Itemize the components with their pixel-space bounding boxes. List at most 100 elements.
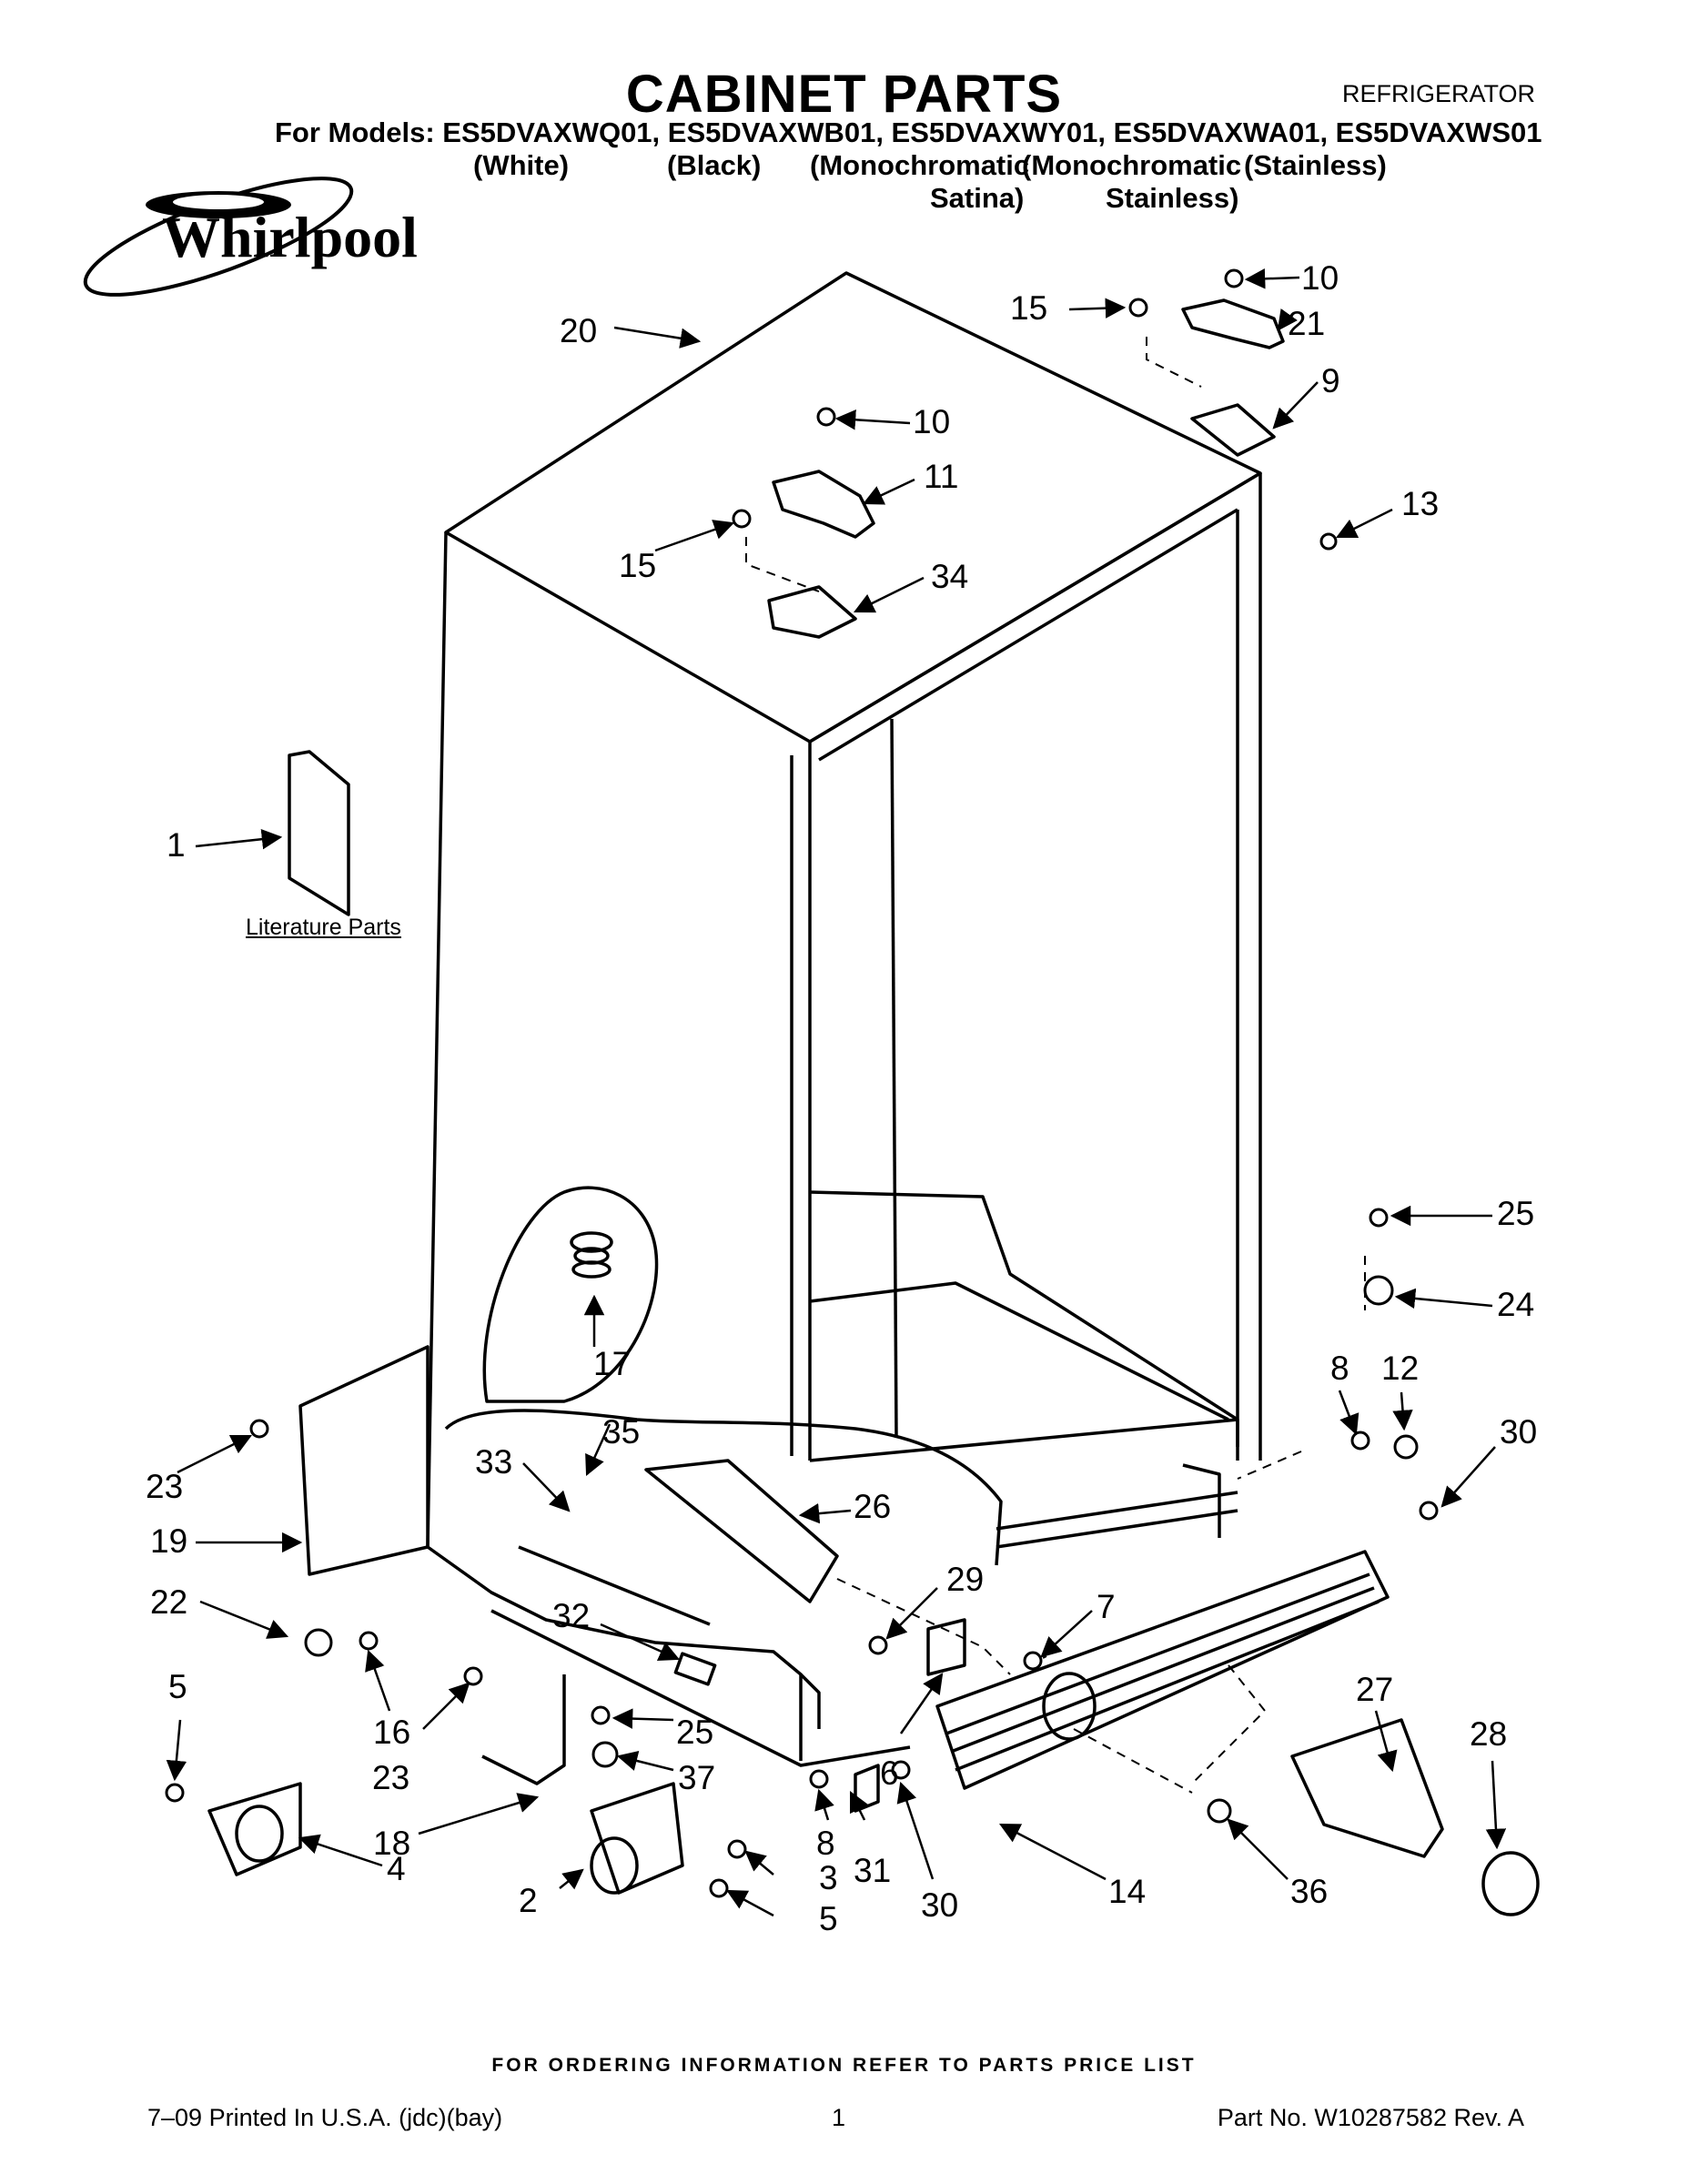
callout-30-right: 30 — [1500, 1413, 1538, 1451]
callout-23-top: 23 — [146, 1468, 184, 1505]
callout-32: 32 — [552, 1597, 591, 1634]
hinge-cover-left — [772, 470, 875, 539]
screw-10-right — [1224, 268, 1244, 288]
screw-10-left — [816, 407, 836, 427]
callout-30-bottom: 30 — [921, 1886, 959, 1924]
screw-23-bottom — [463, 1666, 483, 1686]
callout-26: 26 — [854, 1488, 892, 1525]
screw-25-bottom — [591, 1705, 611, 1725]
variant-mono-stainless-line2: Stainless) — [1106, 182, 1239, 214]
drain-inset — [482, 1186, 659, 1403]
screw-16 — [359, 1631, 379, 1651]
callout-25-bottom: 25 — [676, 1714, 714, 1751]
callout-8-bottom: 8 — [816, 1825, 835, 1862]
screw-30-bottom — [891, 1760, 911, 1780]
appliance-type: REFRIGERATOR — [1341, 80, 1535, 107]
screw-25-right — [1369, 1208, 1389, 1228]
literature-book — [288, 750, 350, 916]
literature-parts-label: Literature Parts — [246, 915, 401, 940]
screw-15-left — [732, 509, 752, 529]
print-info: 7–09 Printed In U.S.A. (jdc)(bay) — [147, 2104, 503, 2131]
part-12 — [1393, 1434, 1419, 1460]
callout-5-left: 5 — [168, 1668, 187, 1705]
clip-31 — [854, 1764, 880, 1813]
part-13 — [1319, 532, 1338, 551]
callout-18: 18 — [373, 1825, 411, 1862]
part-number: Part No. W10287582 Rev. A — [1217, 2104, 1524, 2131]
screw-5-left — [165, 1783, 185, 1803]
callout-10-right: 10 — [1301, 259, 1339, 297]
washer-24 — [1363, 1275, 1394, 1306]
callout-19: 19 — [150, 1522, 188, 1560]
back-panel — [298, 1345, 430, 1576]
callout-15-right: 15 — [1010, 289, 1048, 327]
variant-black: (Black) — [667, 149, 762, 181]
tube-33 — [518, 1545, 711, 1626]
callout-17: 17 — [593, 1345, 632, 1382]
callout-1: 1 — [167, 826, 186, 864]
variant-mono-stainless: (Monochromatic — [1022, 149, 1242, 181]
callout-12: 12 — [1381, 1350, 1420, 1387]
callout-36: 36 — [1290, 1873, 1329, 1910]
callout-15-left: 15 — [619, 547, 657, 584]
callout-35: 35 — [602, 1413, 641, 1451]
callout-13: 13 — [1401, 485, 1440, 522]
page-number: 1 — [832, 2104, 846, 2131]
callout-34: 34 — [931, 558, 969, 595]
callout-16: 16 — [373, 1714, 411, 1751]
callout-25-right: 25 — [1497, 1195, 1535, 1232]
screw-5-bottom — [709, 1878, 729, 1898]
callout-3: 3 — [819, 1859, 838, 1896]
callout-2: 2 — [519, 1882, 538, 1919]
screw-23-top — [249, 1419, 269, 1439]
callout-9: 9 — [1321, 362, 1340, 399]
callout-27: 27 — [1356, 1671, 1394, 1708]
variant-stainless: (Stainless) — [1244, 149, 1387, 181]
callout-23-bottom: 23 — [372, 1759, 410, 1796]
variant-mono-satina: (Monochromatic — [810, 149, 1030, 181]
cabinet-left-edge — [426, 531, 448, 1548]
callout-28: 28 — [1470, 1715, 1508, 1753]
part-8-bottom — [809, 1769, 829, 1789]
screw-30-right — [1419, 1501, 1439, 1521]
bracket-6 — [926, 1618, 966, 1676]
screw-29 — [868, 1635, 888, 1655]
callout-33: 33 — [475, 1443, 513, 1481]
hinge-left — [767, 585, 857, 639]
water-valve — [644, 1459, 839, 1603]
hinge-right — [1190, 403, 1276, 457]
water-tube — [481, 1674, 566, 1785]
callout-4: 4 — [387, 1850, 406, 1887]
callout-6: 6 — [880, 1754, 899, 1792]
callout-14: 14 — [1108, 1873, 1147, 1910]
filter-cap — [1481, 1851, 1540, 1916]
ordering-note: FOR ORDERING INFORMATION REFER TO PARTS … — [491, 2055, 1197, 2076]
bracket-22 — [304, 1628, 333, 1657]
page-title: CABINET PARTS — [625, 65, 1063, 124]
front-roller — [590, 1782, 684, 1895]
callout-8-right: 8 — [1330, 1350, 1349, 1387]
screw-3 — [727, 1839, 747, 1859]
water-filter — [1290, 1718, 1444, 1858]
screw-15-right — [1128, 298, 1148, 318]
models-line: For Models: ES5DVAXWQ01, ES5DVAXWB01, ES… — [275, 116, 1542, 148]
variant-white: (White) — [473, 149, 570, 181]
callout-5-bottom: 5 — [819, 1900, 838, 1937]
part-36 — [1207, 1798, 1232, 1824]
callout-29: 29 — [946, 1561, 985, 1598]
callout-11: 11 — [924, 458, 959, 495]
hinge-cover-right — [1181, 298, 1285, 349]
variant-mono-satina-line2: Satina) — [930, 182, 1025, 214]
callout-24: 24 — [1497, 1286, 1535, 1323]
callout-22: 22 — [150, 1583, 188, 1621]
toe-grille — [935, 1550, 1390, 1790]
callout-20: 20 — [560, 312, 598, 349]
part-8-right — [1350, 1431, 1370, 1451]
callout-31: 31 — [854, 1852, 892, 1889]
callout-37: 37 — [678, 1759, 716, 1796]
callout-10-left: 10 — [913, 403, 951, 440]
callout-7: 7 — [1097, 1588, 1116, 1625]
screw-7 — [1023, 1651, 1043, 1671]
washer-37 — [591, 1741, 619, 1768]
